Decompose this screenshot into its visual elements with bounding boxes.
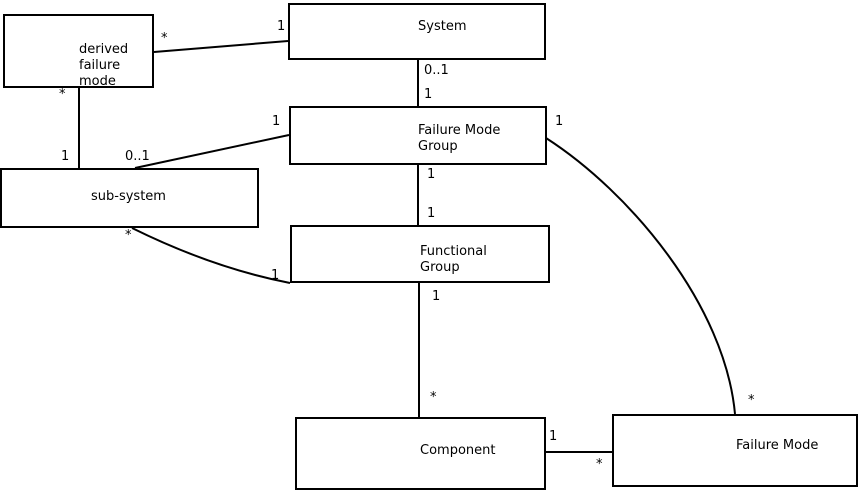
multiplicity-derived-to-subsystem-star: * xyxy=(59,87,66,102)
node-system[interactable]: System xyxy=(288,3,546,60)
multiplicity-subsystem-to-fmg-zero-one: 0..1 xyxy=(125,149,150,164)
edge-derived-failure-mode-to-system xyxy=(153,40,289,53)
multiplicity-fg-to-component-star: * xyxy=(430,390,437,405)
node-component[interactable]: Component xyxy=(295,417,546,490)
multiplicity-subsystem-to-fg-star: * xyxy=(125,228,132,243)
node-failure-mode-group-label: Failure Mode Group xyxy=(418,123,501,154)
node-functional-group[interactable]: Functional Group xyxy=(290,225,550,283)
node-system-label: System xyxy=(418,19,467,34)
multiplicity-derived-to-system-one: 1 xyxy=(277,19,286,34)
edge-failure-mode-group-to-failure-mode xyxy=(545,137,736,415)
multiplicity-derived-to-system-star: * xyxy=(161,31,168,46)
multiplicity-derived-to-subsystem-one: 1 xyxy=(61,149,70,164)
node-failure-mode-group[interactable]: Failure Mode Group xyxy=(289,106,547,165)
node-functional-group-label: Functional Group xyxy=(420,244,487,275)
multiplicity-fg-to-component-one: 1 xyxy=(432,289,441,304)
edge-sub-system-to-functional-group xyxy=(131,227,291,284)
multiplicity-component-to-failuremode-star: * xyxy=(596,457,603,472)
node-failure-mode-label: Failure Mode xyxy=(736,438,819,453)
node-component-label: Component xyxy=(420,443,496,458)
multiplicity-system-to-fmg-one: 1 xyxy=(424,87,433,102)
multiplicity-subsystem-to-fg-one: 1 xyxy=(271,268,280,283)
multiplicity-system-to-fmg-zero-one: 0..1 xyxy=(424,63,449,78)
node-failure-mode[interactable]: Failure Mode xyxy=(612,414,858,487)
node-sub-system-label: sub-system xyxy=(91,189,166,204)
multiplicity-subsystem-to-fmg-one: 1 xyxy=(272,114,281,129)
node-derived-failure-mode-label: derived failure mode xyxy=(79,42,129,89)
multiplicity-component-to-failuremode-one: 1 xyxy=(549,429,558,444)
node-derived-failure-mode[interactable]: derived failure mode xyxy=(3,14,154,89)
node-sub-system[interactable]: sub-system xyxy=(0,168,259,228)
multiplicity-fmg-to-fg-one-upper: 1 xyxy=(427,167,436,182)
edge-sub-system-to-failure-mode-group xyxy=(134,134,290,169)
multiplicity-fmg-to-failuremode-star: * xyxy=(748,393,755,408)
multiplicity-fmg-to-failuremode-one: 1 xyxy=(555,114,564,129)
multiplicity-fmg-to-fg-one-lower: 1 xyxy=(427,206,436,221)
